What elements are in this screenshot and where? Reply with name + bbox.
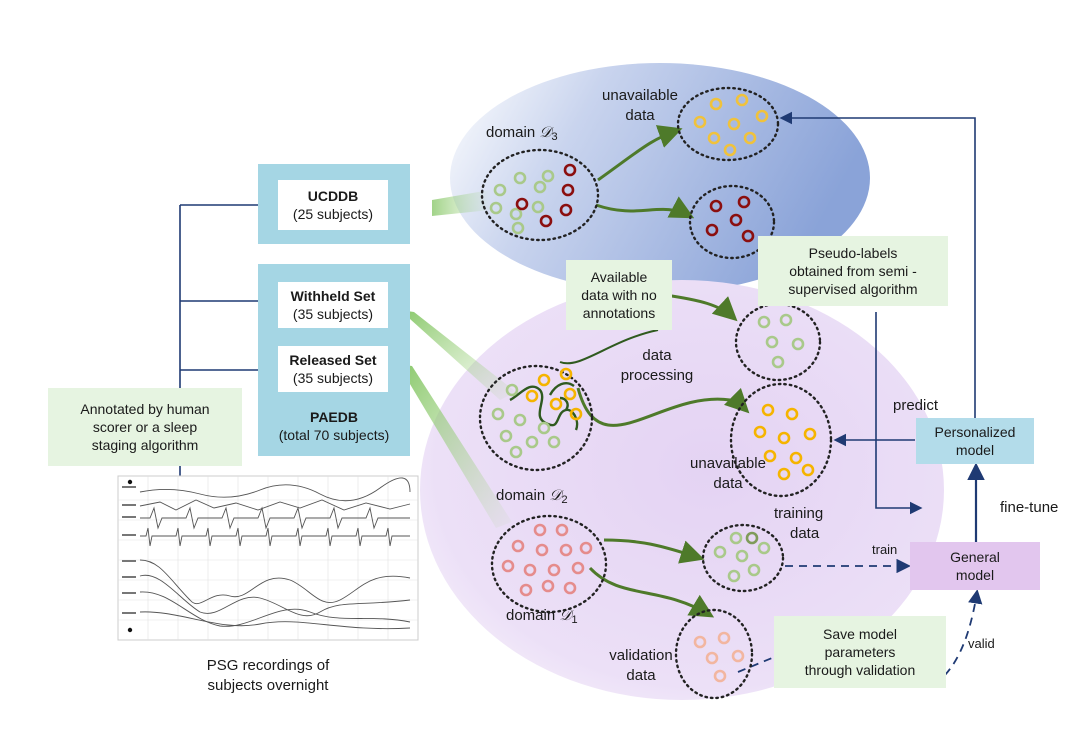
available-line1: Available xyxy=(590,269,648,285)
annotation-line1: Annotated by human xyxy=(80,401,210,417)
available-line3: annotations xyxy=(582,305,656,321)
unavailable-top-line1: unavailable xyxy=(602,87,678,104)
available-line2: data with no xyxy=(581,287,657,303)
psg-caption-line1: PSG recordings of xyxy=(206,657,330,674)
general-model-box: General model xyxy=(910,542,1040,590)
domain-2-label: domain 𝒟2 xyxy=(496,486,568,510)
psg-caption-line2: subjects overnight xyxy=(207,677,329,694)
withheld-name: Withheld Set xyxy=(290,288,376,304)
unavailable-mid-line1: unavailable xyxy=(690,455,766,472)
pseudo-label-note: Pseudo-labels obtained from semi - super… xyxy=(758,236,948,306)
general-line2: model xyxy=(955,567,995,583)
domain-3-sub: 3 xyxy=(551,130,558,143)
data-processing-line2: processing xyxy=(620,367,694,384)
domain-3-symbol: 𝒟 xyxy=(539,123,552,141)
domain-1-2-region xyxy=(420,280,944,700)
unavailable-top-line2: data xyxy=(625,107,655,124)
released-beam xyxy=(398,364,512,528)
training-line1: training xyxy=(774,505,824,522)
released-name: Released Set xyxy=(289,352,377,368)
save-model-line3: through validation xyxy=(804,662,916,678)
released-box: Released Set (35 subjects) xyxy=(278,346,388,392)
ucddb-beam xyxy=(432,190,490,216)
available-note: Available data with no annotations xyxy=(566,260,672,330)
annotation-note: Annotated by human scorer or a sleep sta… xyxy=(48,388,242,466)
withheld-box: Withheld Set (35 subjects) xyxy=(278,282,388,328)
personalized-line2: model xyxy=(955,442,995,458)
withheld-subjects: (35 subjects) xyxy=(292,306,374,322)
validation-line1: validation xyxy=(609,647,673,664)
save-model-note: Save model parameters through validation xyxy=(774,616,946,688)
validation-line2: data xyxy=(626,667,656,684)
cluster-d3-b xyxy=(688,184,776,260)
cluster-unavail-mid xyxy=(729,382,833,498)
save-model-line2: parameters xyxy=(824,644,896,660)
released-subjects: (35 subjects) xyxy=(292,370,374,386)
pseudo-line2: obtained from semi - xyxy=(789,263,917,279)
cluster-d3 xyxy=(480,148,600,242)
valid-label: valid xyxy=(968,636,995,651)
paedb-name: PAEDB xyxy=(310,409,358,425)
cluster-validation xyxy=(674,608,754,700)
pseudo-line1: Pseudo-labels xyxy=(808,245,898,261)
domain-2-prefix: domain xyxy=(496,487,550,504)
save-model-line1: Save model xyxy=(823,626,897,642)
general-line1: General xyxy=(950,549,1000,565)
domain-1-sub: 1 xyxy=(571,613,578,626)
train-label: train xyxy=(872,542,898,557)
ucddb-box: UCDDB (25 subjects) xyxy=(278,180,388,230)
cluster-d2 xyxy=(478,364,594,472)
fine-tune-label: fine-tune xyxy=(1000,499,1059,516)
ucddb-subjects: (25 subjects) xyxy=(292,206,374,222)
domain-3-label: domain 𝒟3 xyxy=(486,123,558,147)
predict-label: predict xyxy=(893,397,939,414)
cluster-d1 xyxy=(490,514,608,614)
annotation-line3: staging algorithm xyxy=(91,437,199,453)
domain-2-sub: 2 xyxy=(561,493,568,506)
cluster-unavail-top xyxy=(676,86,780,162)
paedb-subjects: (total 70 subjects) xyxy=(278,427,390,443)
domain-1-prefix: domain xyxy=(506,607,560,624)
annotation-line2: scorer or a sleep xyxy=(92,419,198,435)
personalized-model-box: Personalized model xyxy=(916,418,1034,464)
personalized-line1: Personalized xyxy=(934,424,1016,440)
pseudo-line3: supervised algorithm xyxy=(788,281,918,297)
training-line2: data xyxy=(790,525,820,542)
data-processing-line1: data xyxy=(642,347,672,364)
cluster-training xyxy=(701,523,785,593)
ucddb-name: UCDDB xyxy=(307,188,359,204)
withheld-beam xyxy=(400,310,516,400)
domain-3-prefix: domain xyxy=(486,124,540,141)
unavailable-mid-line2: data xyxy=(713,475,743,492)
domain-2-symbol: 𝒟 xyxy=(549,486,562,504)
psg-recording-image xyxy=(117,475,419,641)
domain-1-label: domain 𝒟1 xyxy=(506,606,578,630)
domain-1-symbol: 𝒟 xyxy=(559,606,572,624)
